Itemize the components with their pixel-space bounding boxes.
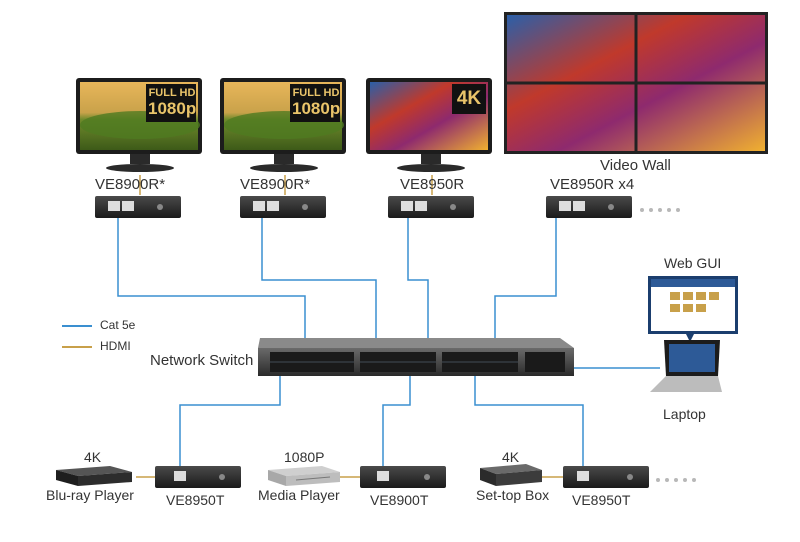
transmitter-label: VE8950T [166,492,225,508]
laptop-label: Laptop [663,406,706,422]
transmitter-label: VE8950T [572,492,631,508]
set-top-box-device [480,464,542,486]
source-resolution: 4K [502,449,520,465]
source-device-label: Blu-ray Player [46,487,134,503]
source-device-label: Set-top Box [476,487,550,503]
web-gui-label: Web GUI [664,255,722,271]
transmitter-3 [563,466,649,488]
network-switch-label: Network Switch [150,352,254,369]
more-receivers-dots [640,208,680,212]
source-resolution: 4K [84,449,102,465]
receiver-label: VE8950R x4 [550,176,635,193]
4k-badge: 4K [456,88,482,109]
more-transmitters-dots [656,478,696,482]
video-wall-title: Video Wall [600,157,671,174]
network-switch [258,338,574,376]
receiver-label: VE8900R* [95,176,166,193]
full-hd-badge: FULL HD 1080p [292,87,341,118]
video-wall [504,12,768,154]
receiver-label: VE8950R [400,176,465,193]
laptop-device [650,340,722,392]
hdmi-cables [136,175,563,478]
transmitter-1 [155,466,241,488]
source-device-label: Media Player [258,487,340,503]
monitor-3 [366,78,492,172]
blu-ray-player-device [56,466,132,486]
cat5e-cables-top [117,213,660,468]
full-hd-badge: FULL HD 1080p [148,87,197,118]
transmitter-label: VE8900T [370,492,429,508]
legend-hdmi-label: HDMI [100,339,131,353]
receiver-4 [546,196,632,218]
legend-cat5e-label: Cat 5e [100,318,136,332]
web-gui-window [648,276,738,342]
receiver-3 [388,196,474,218]
receiver-label: VE8900R* [240,176,311,193]
monitor-2 [220,78,346,172]
receiver-1 [95,196,181,218]
transmitter-2 [360,466,446,488]
media-player-device [268,466,340,486]
source-resolution: 1080P [284,449,325,465]
receiver-2 [240,196,326,218]
monitor-1 [76,78,202,172]
